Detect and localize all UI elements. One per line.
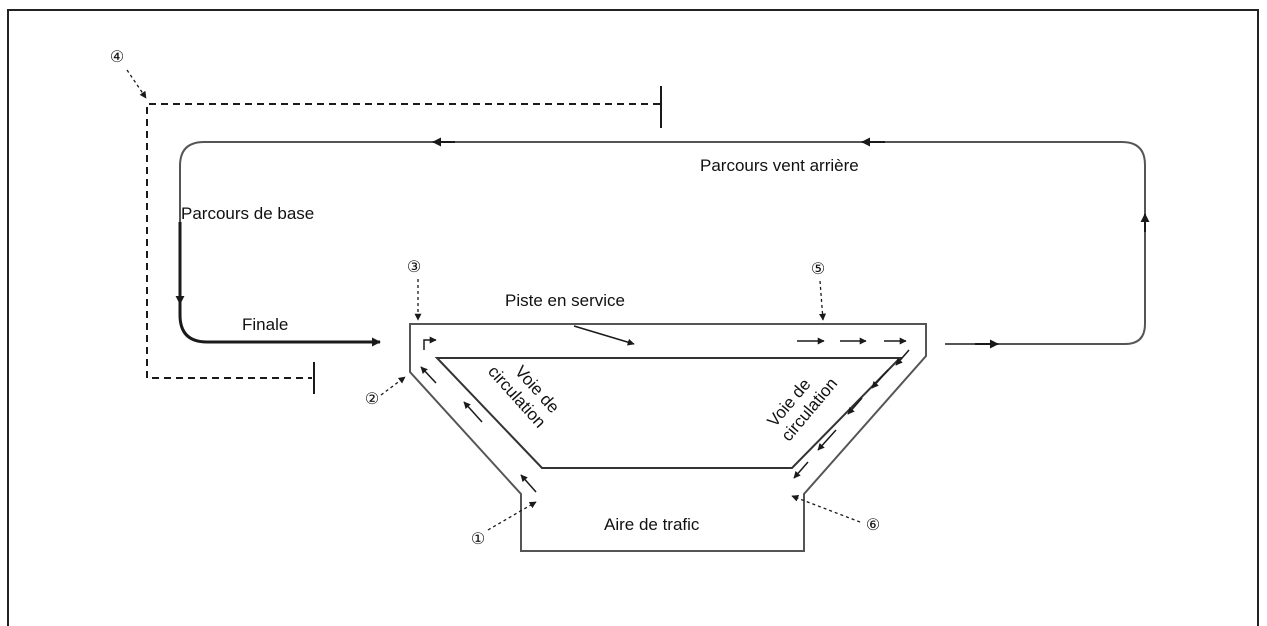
runway-label: Piste en service [505, 291, 625, 310]
point-3-marker: ③ [407, 259, 421, 276]
point-5-marker: ⑤ [811, 261, 825, 278]
taxiway-inner-outline [434, 357, 903, 469]
point-4-marker: ④ [110, 49, 124, 66]
point-6-marker: ⑥ [866, 517, 880, 534]
taxi-right-arrow-2 [871, 369, 889, 389]
leader-5 [819, 280, 827, 321]
dashed-limit-line [146, 103, 660, 379]
circuit-path [179, 141, 1146, 345]
taxi-right-arrow-3 [847, 397, 863, 415]
runway-pointer [573, 325, 635, 346]
leader-2 [380, 376, 406, 396]
leader-4 [126, 69, 147, 99]
taxi-right-arrow-4 [817, 429, 837, 451]
page-frame [7, 9, 1259, 626]
point-2-marker: ② [365, 391, 379, 408]
downwind-leg-label: Parcours vent arrière [700, 156, 859, 175]
taxi-left-arrow-3 [420, 366, 437, 384]
final-approach-label: Finale [242, 315, 288, 334]
taxi-right-arrow-5 [793, 461, 809, 479]
base-leg-label: Parcours de base [181, 204, 314, 223]
leader-1 [487, 501, 537, 531]
runway-turn-left [423, 336, 437, 350]
runway-taxiway-outline [409, 323, 927, 552]
point-1-marker: ① [471, 531, 485, 548]
base-leg-bold [178, 222, 380, 344]
taxi-right-arrow-1 [895, 349, 910, 366]
leader-6 [791, 494, 861, 523]
taxi-left-arrow-1 [520, 474, 537, 493]
apron-label: Aire de trafic [604, 515, 700, 534]
taxi-left-arrow-2 [463, 401, 483, 423]
